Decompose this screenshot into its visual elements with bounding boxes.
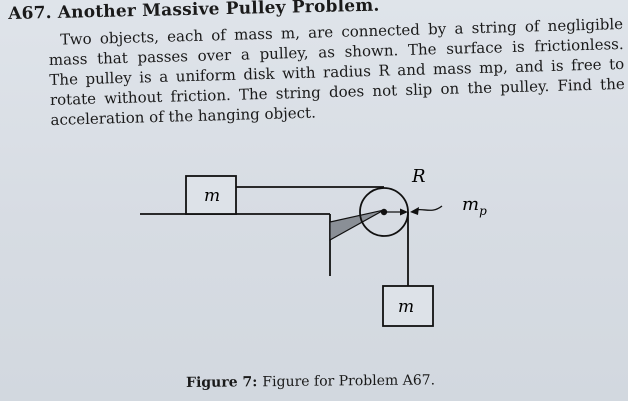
pulley-mass-pointer <box>415 205 443 211</box>
problem-number: A67. <box>8 3 53 24</box>
radius-label: R <box>411 166 426 187</box>
pulley-mass-symbol: m <box>462 194 479 215</box>
pulley-bracket <box>329 209 385 242</box>
problem-heading: A67.Another Massive Pulley Problem. <box>8 0 380 24</box>
hanging-block <box>382 285 434 327</box>
figure-caption: Figure 7:Figure for Problem A67. <box>186 372 435 391</box>
hanging-block-label: m <box>398 297 414 317</box>
block-on-table <box>185 175 237 215</box>
pointer-arrow-icon <box>410 207 419 215</box>
pulley-diagram: m m R mp <box>140 166 487 327</box>
radius-arrow-icon <box>400 208 408 216</box>
block-on-table-label: m <box>204 186 220 206</box>
figure-caption-label: Figure 7: <box>186 374 258 391</box>
problem-statement: Two objects, each of mass m, are connect… <box>48 14 628 130</box>
pulley-mass-subscript: p <box>479 204 487 218</box>
pulley-mass-label: mp <box>462 194 487 218</box>
figure-caption-text: Figure for Problem A67. <box>262 372 436 391</box>
problem-title: Another Massive Pulley Problem. <box>57 0 380 23</box>
pulley-figure: m m R mp <box>0 150 628 350</box>
